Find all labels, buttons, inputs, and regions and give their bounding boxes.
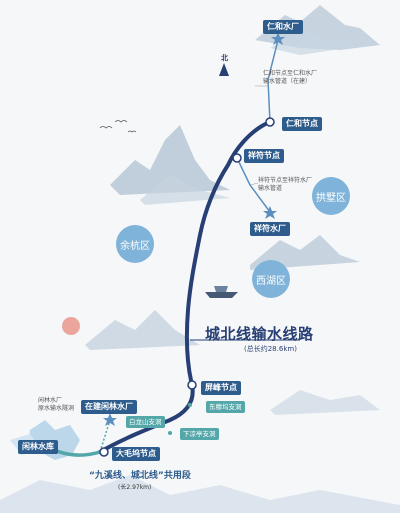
xianlin-tunnel [99, 419, 111, 453]
north-label: 北 [221, 54, 228, 62]
map-subtitle: (总长约28.6km) [244, 345, 297, 353]
renhe-node-dot [265, 117, 275, 127]
shared-section-title: “九溪线、城北线”共用段 [89, 471, 191, 481]
note-line: 输水管道（在建） [263, 78, 312, 85]
bird-illustration [99, 126, 113, 129]
boat-illustration [214, 286, 228, 292]
note-leader-line [249, 182, 259, 186]
note-line: 输水管道 [258, 185, 283, 192]
station-label: 下凉亭支洞 [180, 428, 219, 440]
mountain-illustration [110, 125, 230, 195]
renhe-plant-star-icon [271, 32, 285, 45]
shared-section-length: (长2.97km) [118, 484, 152, 491]
main-pipeline [98, 120, 272, 454]
xianlin-plant-label: 在建闲林水厂 [81, 400, 137, 414]
pingfeng-node-label: 屏峰节点 [201, 381, 241, 395]
station-dot [168, 431, 172, 435]
mountain-illustration [0, 475, 400, 513]
mountain-illustration [140, 175, 230, 205]
station-label: 东穆坞支洞 [206, 401, 245, 413]
bird-illustration [127, 130, 137, 133]
xianlin-plant-star-icon [103, 413, 117, 426]
note-line: 原水输水隧洞 [38, 405, 75, 412]
sun-illustration [62, 317, 80, 335]
xianlin-reservoir-label: 闲林水库 [18, 440, 58, 454]
renhe-pipe-note: 仁和节点至仁和水厂 输水管道（在建） [263, 70, 317, 86]
district-yuhang: 余杭区 [116, 225, 154, 263]
station-dot [188, 403, 192, 407]
mountain-illustration [270, 390, 380, 415]
district-gongshu: 拱墅区 [312, 177, 350, 215]
station-label: 白龙山支洞 [126, 416, 165, 428]
note-line: 闲林水厂 [38, 397, 63, 404]
north-arrow-icon [219, 63, 229, 76]
xianlin-tunnel-note: 闲林水厂 原水输水隧洞 [38, 397, 74, 413]
map-title: 城北线输水线路 [205, 325, 314, 343]
xiangfu-node-dot [232, 153, 242, 163]
note-line: 祥符节点至祥符水厂 [258, 177, 313, 184]
renhe-node-label: 仁和节点 [282, 117, 322, 131]
xiangfu-node-label: 祥符节点 [244, 149, 284, 163]
damaowu-node-label: 大毛坞节点 [112, 447, 160, 461]
xiangfu-plant-label: 祥符水厂 [250, 222, 290, 236]
pingfeng-node-dot [187, 380, 197, 390]
renhe-plant-label: 仁和水厂 [263, 20, 303, 34]
xiangfu-plant-star-icon [263, 206, 277, 219]
mountain-illustration [270, 30, 360, 55]
district-xihu: 西湖区 [252, 260, 290, 298]
boat-illustration [205, 292, 238, 298]
damaowu-node-dot [99, 447, 109, 457]
renhe-branch-pipe [267, 39, 279, 123]
bird-illustration [114, 120, 128, 123]
xiangfu-pipe-note: 祥符节点至祥符水厂 输水管道 [258, 177, 312, 193]
note-line: 仁和节点至仁和水厂 [263, 70, 318, 77]
mountain-illustration [85, 310, 200, 350]
